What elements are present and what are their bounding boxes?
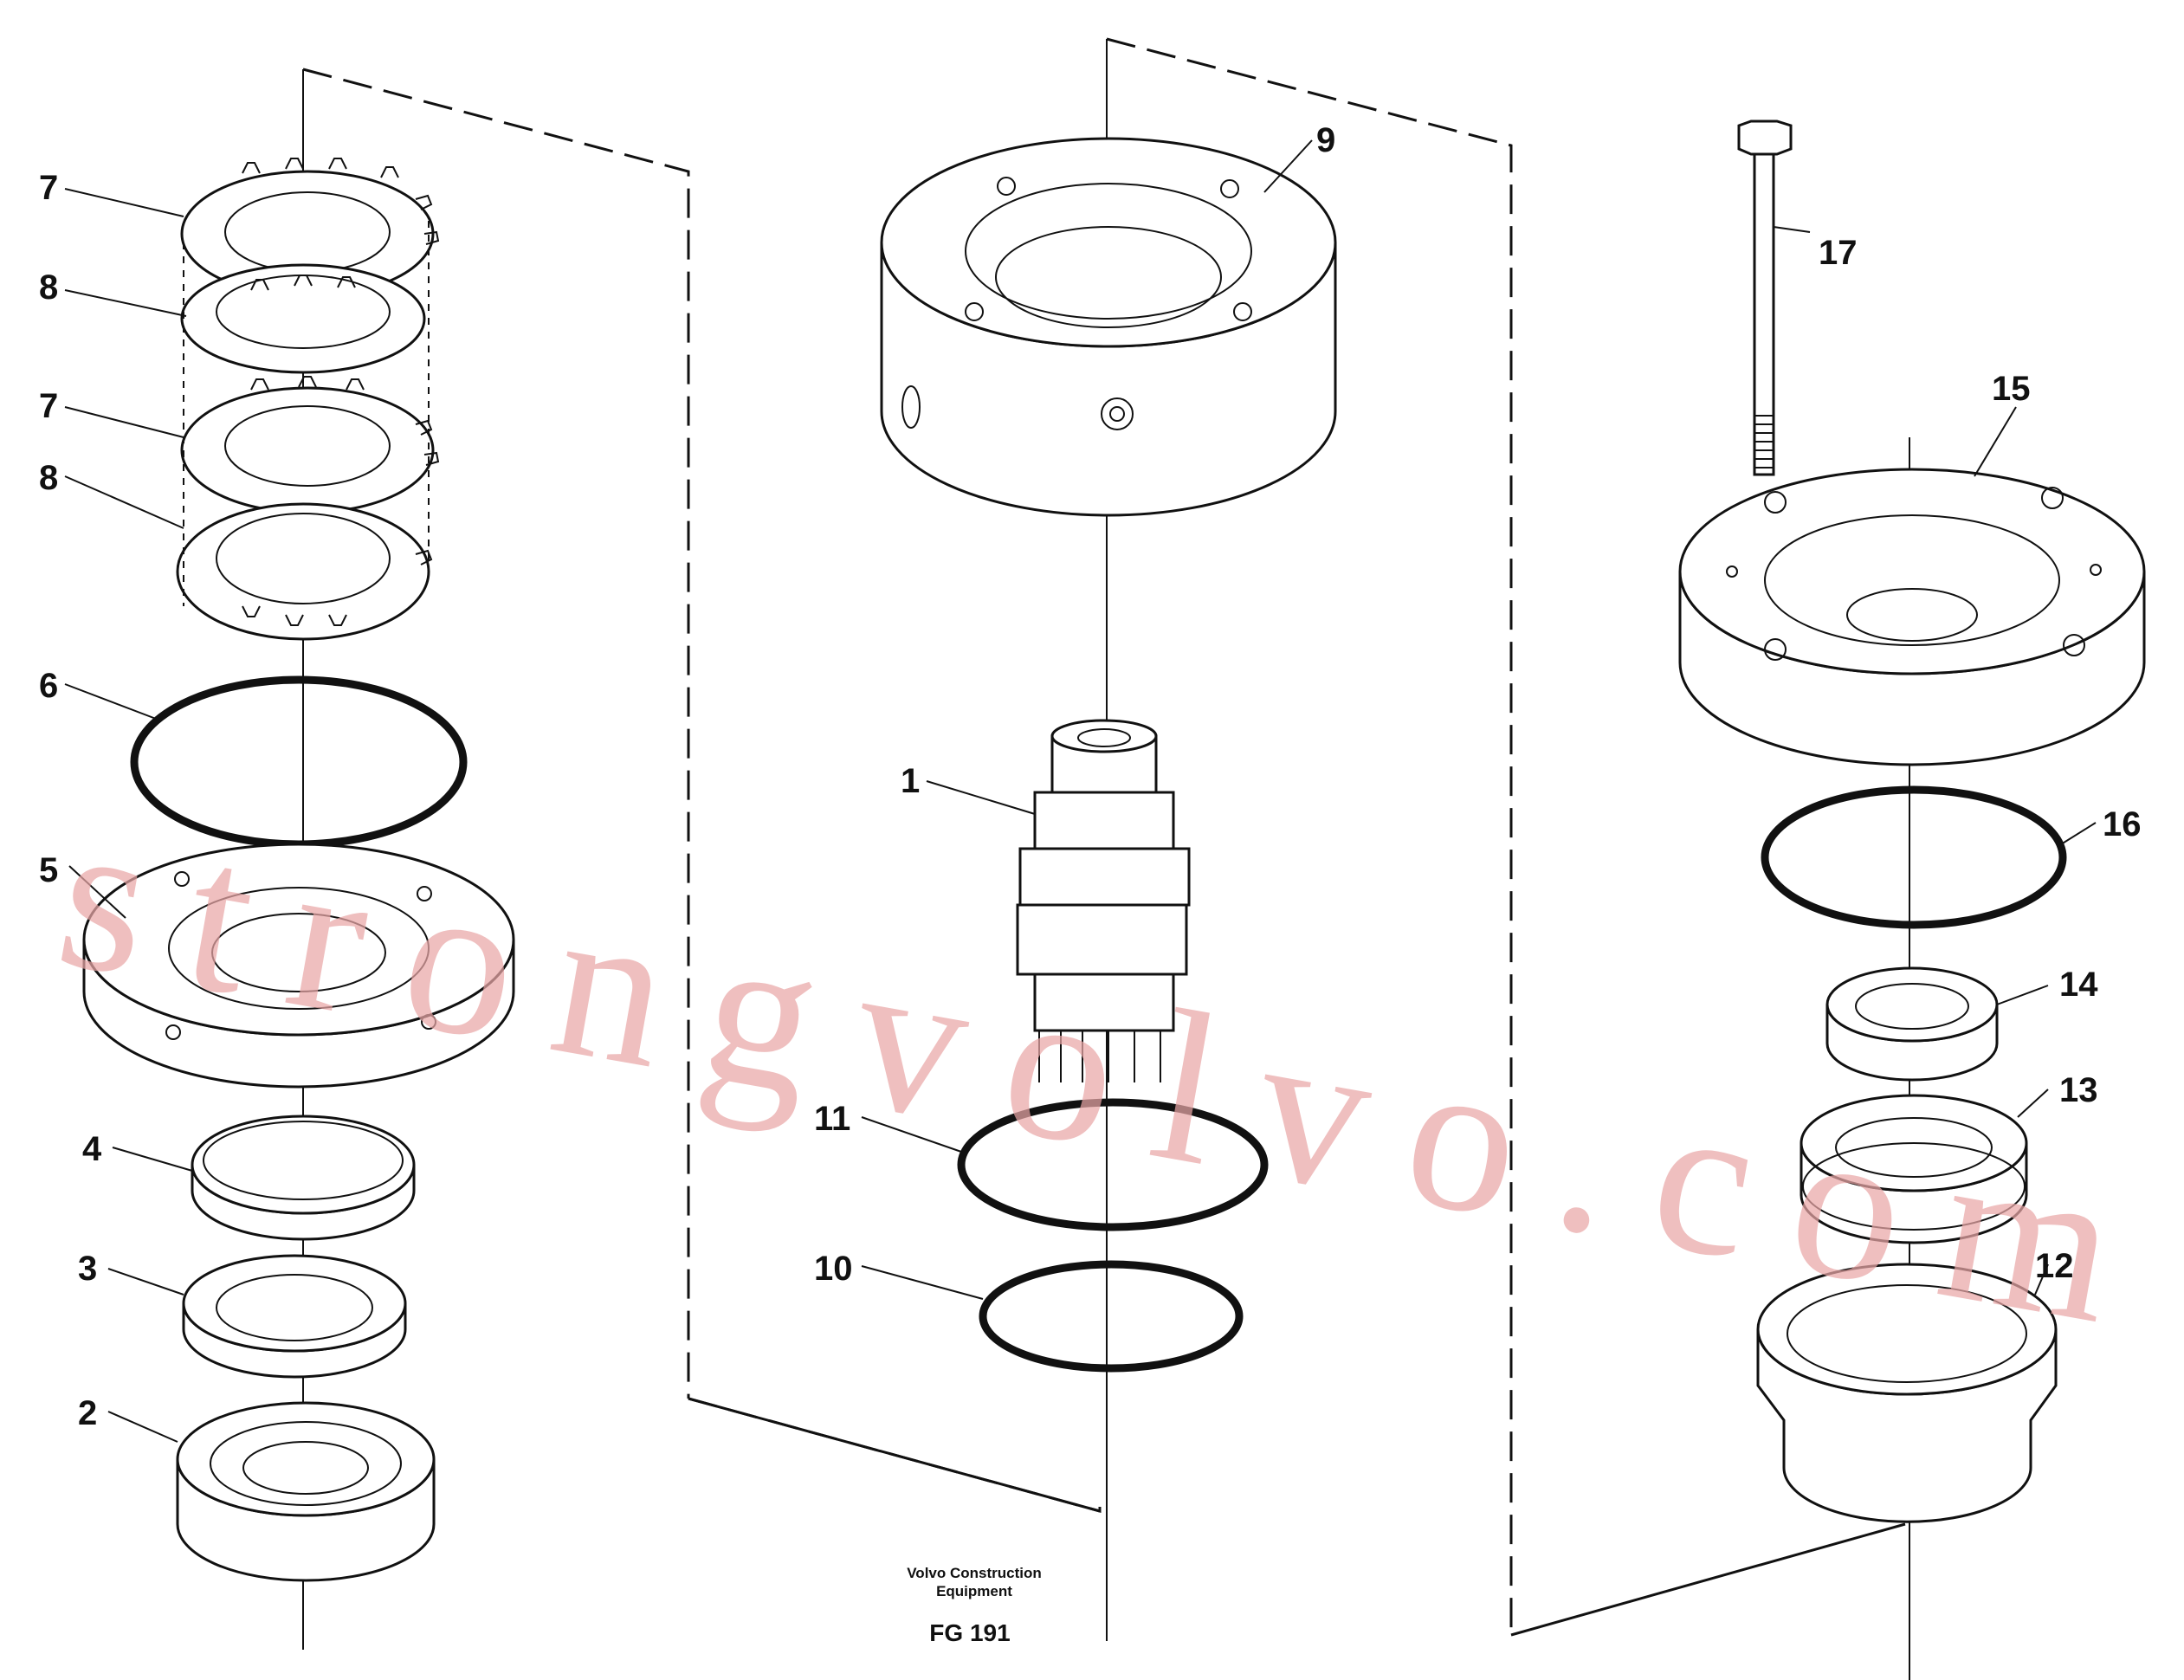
label-4: 4 [82, 1130, 102, 1168]
label-11: 11 [814, 1100, 850, 1138]
part-labels: 7 8 7 8 6 5 4 3 2 1 11 10 9 17 15 16 14 … [39, 121, 2142, 1432]
caption-line-2: Equipment [936, 1583, 1012, 1599]
label-12: 12 [2035, 1247, 2074, 1285]
label-1: 1 [901, 762, 920, 800]
label-2: 2 [78, 1394, 97, 1432]
caption-line-1: Volvo Construction [907, 1565, 1042, 1581]
seal-4 [191, 1115, 416, 1241]
label-8-lower: 8 [39, 459, 58, 497]
label-14: 14 [2059, 966, 2098, 1004]
label-5: 5 [39, 851, 58, 889]
o-ring-16 [1761, 785, 2067, 929]
ring-3 [182, 1254, 407, 1379]
caption-block: Volvo Construction Equipment FG 191 [907, 1565, 1042, 1646]
seal-13 [1800, 1094, 2028, 1244]
label-9: 9 [1316, 121, 1335, 159]
label-6: 6 [39, 667, 58, 705]
leader-lines [64, 139, 2097, 1443]
assembly-frames [302, 37, 1906, 1637]
bearing-2 [176, 1401, 436, 1582]
shaft-1 [1016, 719, 1191, 1082]
cup-12 [1756, 1263, 2058, 1523]
disc-8-upper [180, 263, 426, 374]
disc-7-lower [180, 376, 440, 514]
o-ring-6 [130, 675, 468, 849]
label-10: 10 [814, 1250, 853, 1288]
label-3: 3 [78, 1250, 97, 1288]
function-group-label: FG 191 [929, 1619, 1010, 1646]
bearing-14 [1825, 966, 1999, 1082]
label-16: 16 [2103, 805, 2142, 843]
disc-8-lower [176, 502, 433, 641]
label-13: 13 [2059, 1071, 2098, 1109]
label-15: 15 [1992, 370, 2031, 408]
label-17: 17 [1819, 234, 1858, 272]
cover-15 [1678, 468, 2146, 766]
bolt-17 [1737, 120, 1793, 476]
o-ring-10 [979, 1260, 1244, 1373]
label-8-upper: 8 [39, 268, 58, 307]
label-7-upper: 7 [39, 169, 58, 207]
disc-7-upper [180, 158, 440, 298]
label-7-lower: 7 [39, 387, 58, 425]
o-ring-11 [957, 1098, 1269, 1231]
housing-9 [880, 137, 1337, 517]
flange-5 [82, 843, 515, 1089]
